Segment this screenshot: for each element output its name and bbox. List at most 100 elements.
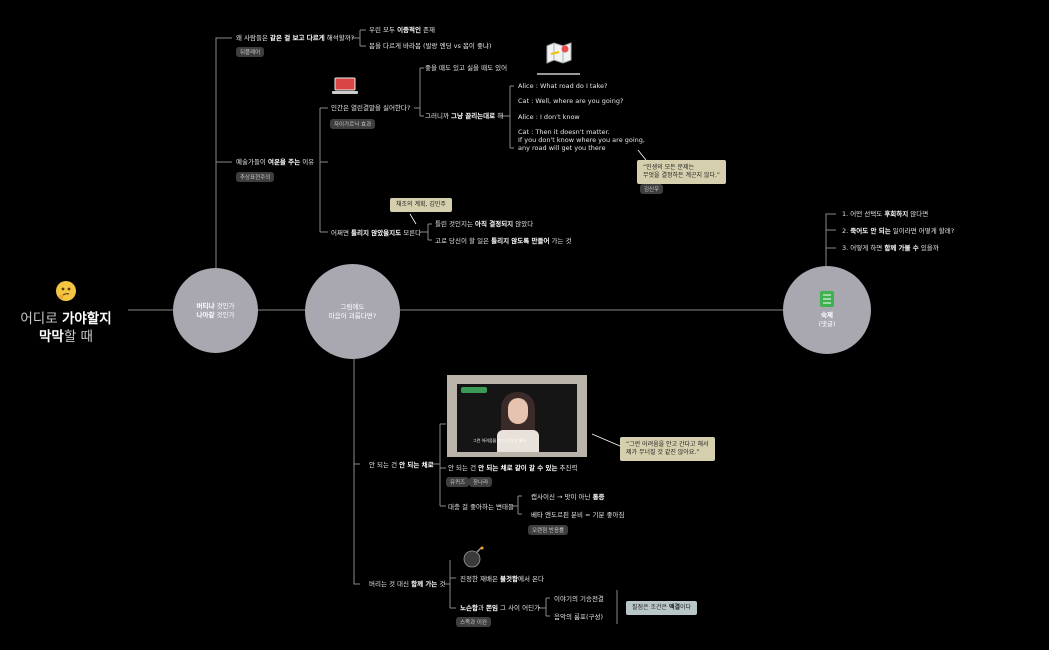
tv-screen: 그런 어려움을 안고 간다고 해서 [457,384,577,452]
branch-why-different[interactable]: 왜 사람들은 같은 걸 보고 다르게 해석할까? [236,34,354,42]
homework-item-2[interactable]: 2. 죽어도 안 되는 일이라면 어떻게 할래? [842,227,954,235]
note-core-condition[interactable]: 필점은 조건은 액결이다 [626,601,698,616]
b2b-child-not-decided[interactable]: 틀린 것인지는 아직 결정되지 않았다 [435,220,533,228]
map-icon [545,40,573,68]
l1-child-spicy[interactable]: 대충 걸 좋아하는 변태들 [448,503,514,511]
b1-child-dual[interactable]: 우린 모두 이중적인 존재 [369,26,435,34]
hub-homework[interactable]: 숙제 (댓글) [783,266,871,354]
b1-pre: 왜 사람들은 [236,34,271,42]
hw1-post: 않다면 [908,210,929,218]
b2a-open-ending[interactable]: 인간은 열린결말을 싫어한다? [331,104,411,112]
b1-post: 해석할까? [324,34,355,42]
b2b-bold: 틀리지 않았을지도 [351,229,402,237]
b2bc1-pre: 틀린 것인지는 [435,220,476,228]
hw1-pre: 1. 어떤 선택도 [842,210,885,218]
tag-zeigarnik[interactable]: 자이가르닉 효과 [330,119,376,129]
root-bold-1: 가야할지 [61,311,112,327]
l2c2-bold2: 쫀임 [486,604,498,612]
dialogue-line-4[interactable]: Cat : Then it doesn't matter. If you don… [518,128,645,152]
b1c1-pre: 우린 모두 [369,26,398,34]
video-thumbnail[interactable]: 그런 어려움을 안고 간다고 해서 [447,375,587,457]
dialogue-line-2[interactable]: Cat : Well, where are you going? [518,97,624,105]
b2-pre: 예술가들이 [236,158,268,166]
hub3-line2: (댓글) [818,320,836,328]
tag-duplair[interactable]: 뒤플레어 [236,47,265,57]
b2b-child-make-right[interactable]: 고로 당신이 할 일은 틀리지 않도록 만들어 가는 것 [435,237,572,245]
homework-item-1[interactable]: 1. 어떤 선택도 후회하지 않다면 [842,210,928,218]
nl2-bold: 액결 [668,604,680,611]
l1c1-pre: 안 되는 건 [448,464,479,472]
l1c2-capsaicin[interactable]: 캡사이신 → 맛이 아닌 통증 [531,493,605,501]
hub3-line1: 숙제 [821,311,833,320]
hw3-post: 있을까 [918,244,939,252]
hub-endure-or-advance[interactable]: 버티냐 것인가 나아갈 것인가 [173,268,258,353]
b2ac2-bold: 그냥 끌리는대로 [451,112,496,120]
l2c2-post: 그 사이 어딘가 [497,604,541,612]
tag-reaction[interactable]: 오랜점 반응률 [528,525,569,535]
person-body [497,430,539,452]
l2c1-bold: 불것함 [500,575,518,583]
b2-post: 이유 [300,158,315,166]
checklist-icon [820,291,834,308]
quote1-line2: 무엇을 결정하든 계곤지 않다.” [643,172,720,180]
quote-life-problems[interactable]: “인생의 모든 문제는 무엇을 결정하든 계곤지 않다.” [637,160,726,185]
l2c1-pre: 진정한 재배은 [460,575,501,583]
nl2-pre: 필점은 조건은 [632,604,669,611]
tag-yuquiz[interactable]: 유퀴즈 [446,477,470,487]
b2b-post: 모른다 [401,229,422,237]
l1c2-endorphin[interactable]: 베타 엔도르핀 분비 = 기분 좋아짐 [531,511,625,519]
b1c1-bold: 이중적인 [397,26,421,34]
b2a-child-follow[interactable]: 그러니까 그냥 끌리는대로 해 [425,112,503,120]
tag-tension-relax[interactable]: 스족과 이완 [456,617,492,627]
b2-bold: 여운을 주는 [267,158,301,166]
b2bc1-bold: 아직 결정되지 [475,220,514,228]
root-topic[interactable]: 어디로 가야할지 막막할 때 [16,310,116,346]
dialogue-line-1[interactable]: Alice : What road do I take? [518,82,608,90]
l2-child-pleasure[interactable]: 진정한 재배은 불것함에서 온다 [460,575,544,583]
show-logo [461,387,487,393]
l2c2-mid: 과 [477,604,486,612]
tag-quote-author[interactable]: 김신우 [640,184,664,194]
l2c1-post: 에서 온다 [517,575,544,583]
homework-item-3[interactable]: 3. 어떻게 하면 함께 가볼 수 있을까 [842,244,939,252]
hub1-line2-bold: 나아갈 [196,310,215,319]
hw2-post: 일이라면 어떻게 할래? [890,227,955,235]
hub-still-suffering[interactable]: 그럼에도 마음이 괴롭다면? [305,264,400,359]
b1-child-spring[interactable]: 봄을 다르게 바라봄 (발랑 엔딩 vs 봄이 좋냐) [369,42,492,50]
lower-branch-as-is[interactable]: 안 되는 건 안 되는 채로 [369,461,434,469]
tag-jangnara[interactable]: 장나라 [469,477,493,487]
b2bc2-post: 가는 것 [549,237,572,245]
l2c2-music-form[interactable]: 음악의 룸포(구성) [554,613,603,621]
quote-hardships[interactable]: “그런 어려움을 안고 간다고 해서 제가 무너질 것 같진 않아요.” [620,437,715,462]
l1-bold: 안 되는 채로 [399,461,434,469]
note-chaejo[interactable]: 채조의 계획, 김민주 [390,198,452,213]
root-text-1: 어디로 [20,311,62,327]
l2-post: 것 [437,580,446,588]
thinking-face-icon [56,281,76,301]
root-text-2: 할 때 [63,329,93,346]
quote1-line1: “인생의 모든 문제는 [643,164,695,171]
tag-abstract-expressionism[interactable]: 추상표현주의 [236,172,275,182]
quote2-line2: 제가 무너질 것 같진 않아요.” [626,449,700,457]
l2c2-story-structure[interactable]: 이야기의 기승전결 [554,595,604,603]
hw3-pre: 3. 어떻게 하면 [842,244,885,252]
hub2-line2: 마음이 괴롭다면? [328,311,377,320]
l2-pre: 버리는 것 대신 [369,580,412,588]
hub1-line2: 것인가 [214,310,235,319]
branch-artists-lingering[interactable]: 예술가들이 여운을 주는 이유 [236,158,314,166]
lower-branch-go-together[interactable]: 버리는 것 대신 함께 가는 것 [369,580,445,588]
b2a-child-good-bad[interactable]: 좋을 때도 있고 싫을 때도 있어 [425,64,508,72]
l1c2a-pre: 캡사이신 → 맛이 아닌 [531,493,593,501]
b2b-maybe-not-wrong[interactable]: 어쩌면 틀리지 않았을지도 모른다 [331,229,421,237]
l1-pre: 안 되는 건 [369,461,400,469]
l2-child-tension[interactable]: 노슨함과 쫀임 그 사이 어딘가 [460,604,540,612]
dialogue-line-4c: any road will get you there [518,144,606,153]
dialogue-line-3[interactable]: Alice : I don't know [518,113,580,121]
hw1-bold: 후회하지 [884,210,909,218]
hub1-line1-bold: 버티냐 [196,301,215,310]
root-bold-2: 막막 [39,329,64,346]
b1-bold: 같은 걸 보고 다르게 [270,34,325,42]
b1c1-post: 존재 [420,26,436,34]
l1-child-momentum[interactable]: 안 되는 건 안 되는 채로 같이 갈 수 있는 추진력 [448,464,578,472]
